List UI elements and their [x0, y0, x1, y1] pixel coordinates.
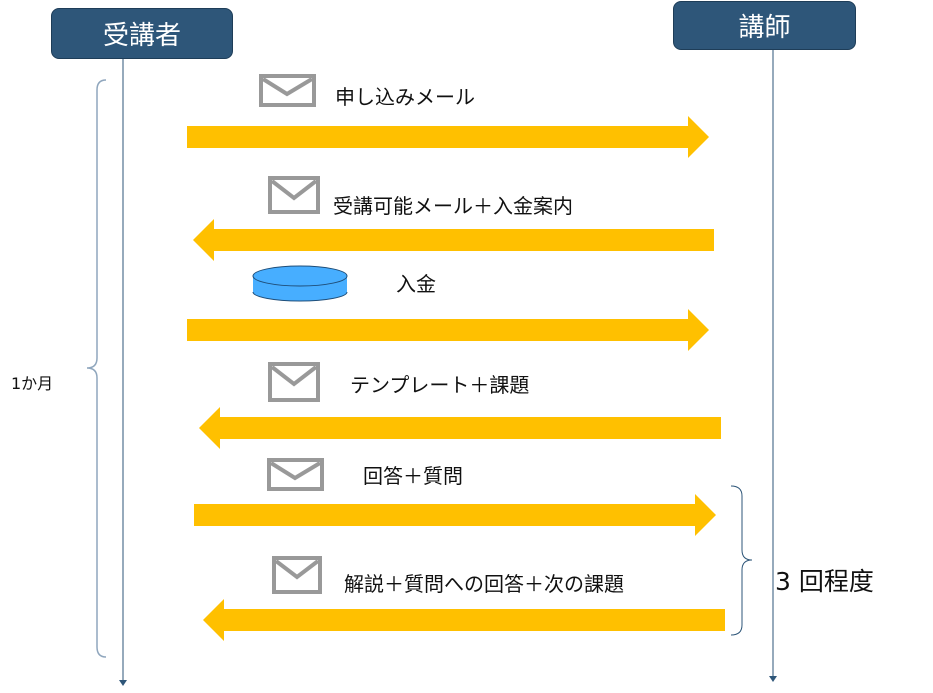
- actor-student-label: 受講者: [102, 21, 181, 51]
- message-label: テンプレート＋課題: [350, 373, 530, 397]
- envelope-icon: [259, 74, 316, 107]
- message-label: 入金: [396, 272, 436, 296]
- period-bracket: [86, 79, 107, 658]
- message-label: 解説＋質問への回答＋次の課題: [344, 572, 624, 596]
- message-label: 受講可能メール＋入金案内: [333, 194, 573, 218]
- envelope-icon: [268, 362, 320, 402]
- actor-student: 受講者: [51, 8, 233, 59]
- envelope-icon: [272, 556, 322, 594]
- actor-teacher: 講師: [673, 1, 856, 50]
- coin-icon: [252, 265, 348, 302]
- teacher-lifeline-arrowhead: [769, 676, 777, 682]
- message-label: 回答＋質問: [363, 464, 463, 488]
- message-arrow-left: [193, 219, 714, 261]
- envelope-icon: [268, 176, 320, 214]
- student-lifeline-arrowhead: [119, 680, 127, 686]
- envelope-icon: [267, 458, 324, 491]
- period-label: 1か月: [11, 374, 54, 393]
- message-arrow-left: [203, 599, 725, 641]
- message-label: 申し込みメール: [335, 85, 475, 109]
- actor-teacher-label: 講師: [738, 13, 791, 43]
- message-arrow-right: [187, 116, 709, 158]
- message-arrow-right: [187, 309, 709, 351]
- repeat-label: 3 回程度: [775, 567, 874, 596]
- message-arrow-right: [194, 494, 716, 536]
- repeat-bracket: [730, 485, 753, 636]
- message-arrow-left: [199, 407, 721, 449]
